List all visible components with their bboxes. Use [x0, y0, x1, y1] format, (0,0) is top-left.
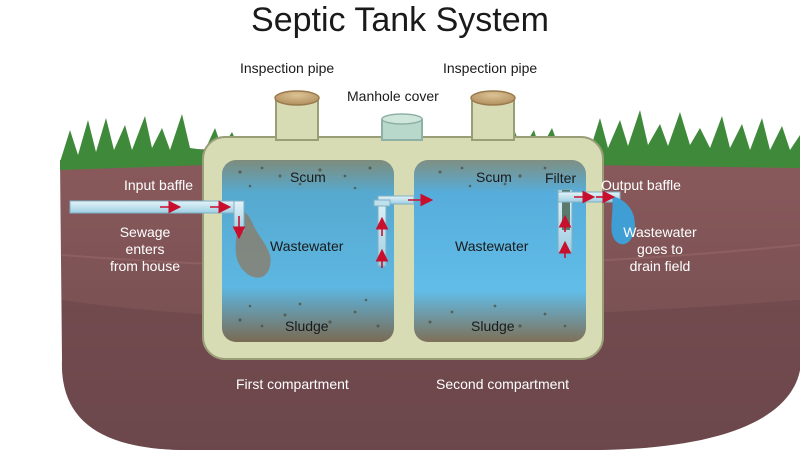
filter-label: Filter: [545, 170, 577, 186]
sludge-left-label: Sludge: [285, 318, 329, 334]
output-baffle-label: Output baffle: [601, 177, 681, 193]
sewage-enters-label: Sewage enters from house: [100, 224, 190, 275]
sewage-enters-line-3: from house: [109, 258, 181, 274]
second-compartment-water: [414, 160, 586, 342]
wastewater-right-label: Wastewater: [455, 238, 529, 254]
wastewater-left-label: Wastewater: [270, 238, 344, 254]
first-compartment-water: [222, 160, 394, 342]
scum-left-label: Scum: [290, 169, 326, 185]
first-compartment-label: First compartment: [236, 376, 349, 392]
sewage-enters-line-1: Sewage: [119, 224, 171, 240]
second-compartment-label: Second compartment: [436, 376, 570, 392]
wastewater-goes-line-1: Wastewater: [623, 224, 697, 240]
inspection-pipe-left: [274, 90, 320, 141]
scum-right-label: Scum: [476, 169, 512, 185]
wastewater-goes-line-2: goes to: [637, 241, 683, 257]
manhole-cover: [381, 113, 423, 141]
wastewater-goes-line-3: drain field: [629, 258, 691, 274]
manhole-cover-label: Manhole cover: [347, 88, 439, 104]
input-baffle-label: Input baffle: [124, 177, 194, 193]
sewage-enters-line-2: enters: [125, 241, 165, 257]
inspection-pipe-left-label: Inspection pipe: [240, 60, 335, 76]
page-title: Septic Tank System: [251, 1, 549, 39]
wastewater-goes-label: Wastewater goes to drain field: [612, 224, 708, 275]
inspection-pipe-right-label: Inspection pipe: [443, 60, 538, 76]
inspection-pipe-right: [470, 90, 516, 141]
sludge-right-label: Sludge: [471, 318, 515, 334]
